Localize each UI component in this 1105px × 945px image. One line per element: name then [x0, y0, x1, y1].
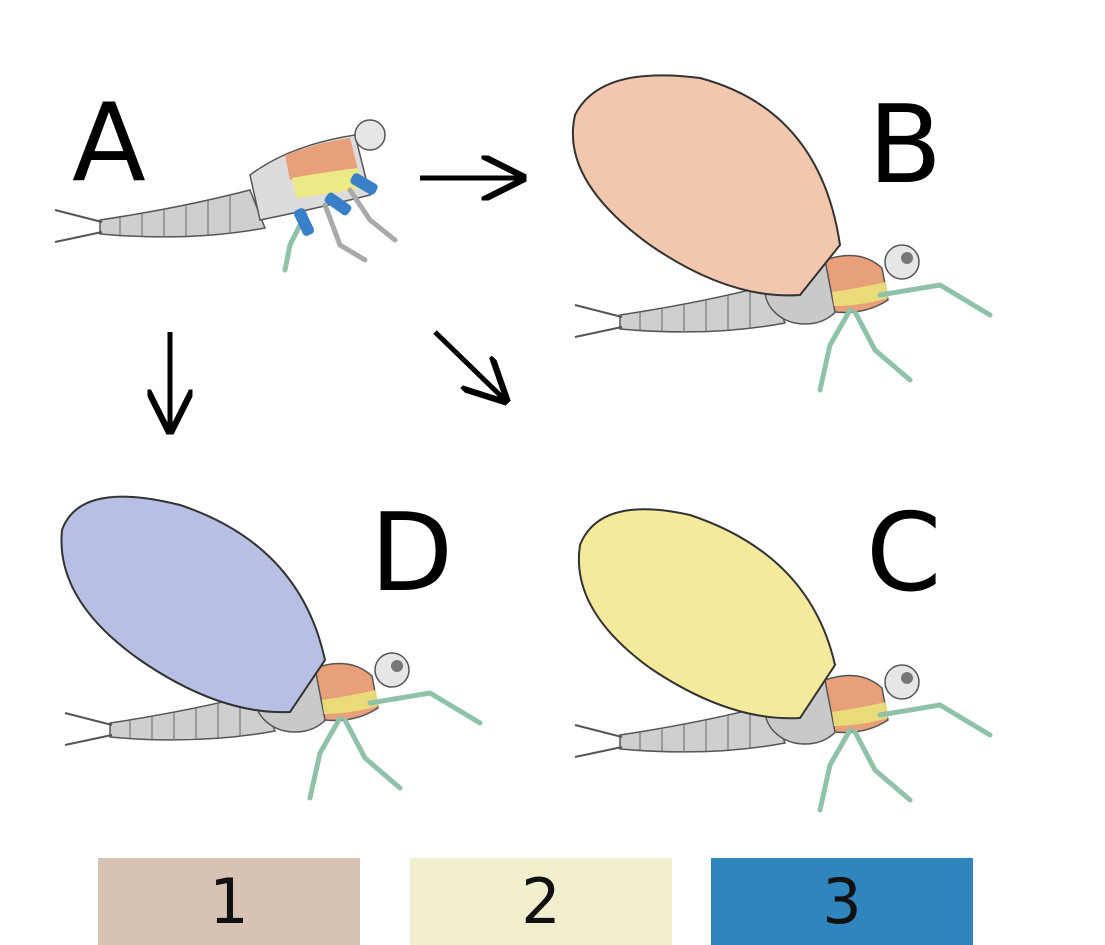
legend-box-1: 1 — [98, 858, 360, 945]
wing-c — [579, 509, 835, 718]
legend-box-2: 2 — [410, 858, 672, 945]
legend-label-3: 3 — [822, 865, 861, 938]
panel-label-b: B — [868, 92, 942, 200]
wing-d — [61, 497, 325, 712]
arrow-a-to-c — [435, 332, 505, 400]
panel-label-c: C — [866, 500, 941, 608]
legend-box-3: 3 — [711, 858, 973, 945]
wing-b — [573, 75, 840, 295]
panel-label-d: D — [370, 500, 453, 608]
panel-label-a: A — [72, 90, 146, 198]
legend-label-2: 2 — [521, 865, 560, 938]
legend-label-1: 1 — [209, 865, 248, 938]
